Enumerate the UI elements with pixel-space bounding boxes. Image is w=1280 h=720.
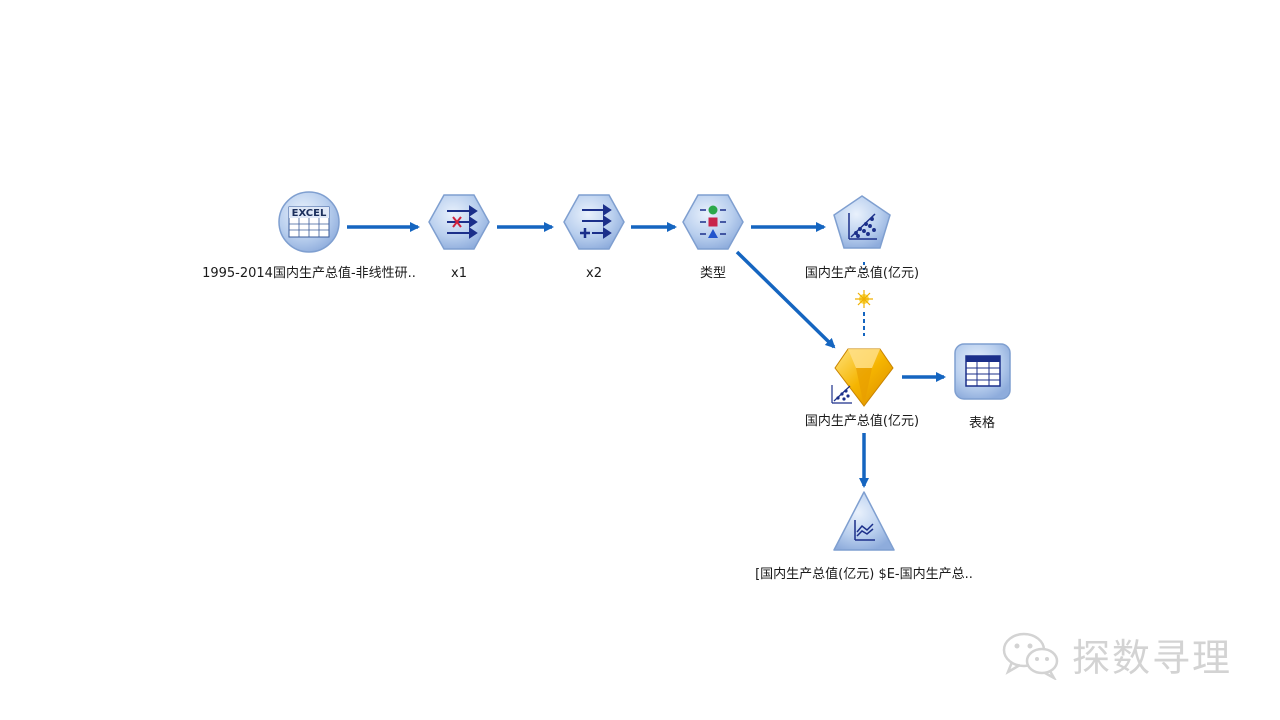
excel-icon: EXCEL bbox=[288, 206, 330, 238]
filter-x1-label: x1 bbox=[451, 266, 467, 281]
link-type-nugget[interactable] bbox=[735, 250, 836, 349]
filter-x1-node[interactable] bbox=[428, 194, 490, 250]
model-nugget-node[interactable] bbox=[831, 348, 894, 407]
derive-x2-node[interactable] bbox=[563, 194, 625, 250]
model-nugget-icon bbox=[834, 348, 894, 407]
wechat-icon bbox=[1002, 632, 1059, 680]
type-node[interactable] bbox=[682, 194, 744, 250]
table-output-node[interactable] bbox=[954, 343, 1011, 400]
excel-source-label: 1995-2014国内生产总值-非线性研.. bbox=[202, 266, 416, 281]
analysis-output-node[interactable] bbox=[833, 491, 895, 551]
filter-icon bbox=[447, 205, 478, 239]
model-build-label: 国内生产总值(亿元) bbox=[804, 266, 920, 281]
model-nugget-label: 国内生产总值(亿元) bbox=[804, 414, 920, 429]
nonlinear-model-icon bbox=[848, 213, 877, 240]
table-output-label: 表格 bbox=[968, 416, 996, 431]
watermark: 探数寻理 bbox=[1000, 628, 1232, 680]
nugget-scatter-icon bbox=[831, 385, 852, 404]
excel-source-node[interactable]: EXCEL bbox=[278, 191, 340, 253]
table-icon bbox=[965, 355, 1001, 387]
derive-icon bbox=[580, 204, 612, 239]
analysis-icon bbox=[854, 520, 875, 541]
model-build-node[interactable] bbox=[833, 195, 891, 249]
svg-text:EXCEL: EXCEL bbox=[292, 208, 327, 219]
analysis-output-label: [国内生产总值(亿元) $E-国内生产总.. bbox=[755, 567, 973, 582]
sparkle-icon bbox=[855, 290, 873, 308]
derive-x2-label: x2 bbox=[586, 266, 602, 281]
type-icon bbox=[700, 205, 726, 238]
watermark-text: 探数寻理 bbox=[1072, 635, 1233, 680]
type-node-label: 类型 bbox=[699, 266, 727, 281]
